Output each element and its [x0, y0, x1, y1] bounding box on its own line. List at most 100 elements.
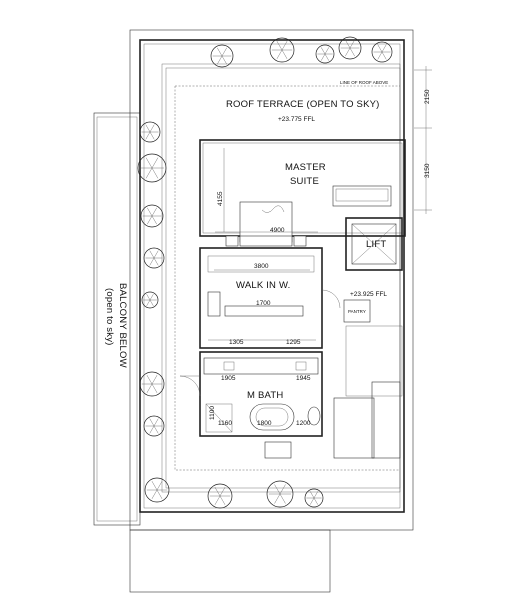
tree-branch	[221, 47, 227, 57]
tree-branch	[149, 257, 155, 266]
balcony-outline	[93, 112, 141, 526]
tree-icon	[207, 483, 233, 509]
dim-3800: 3800	[254, 263, 269, 270]
tree-icon	[266, 480, 294, 508]
line-of-roof-label: LINE OF ROOF ABOVE	[340, 80, 388, 85]
dim-1905: 1905	[221, 375, 236, 382]
tree-branch	[219, 487, 226, 497]
tree-branch	[145, 157, 153, 169]
tree-icon	[371, 41, 393, 63]
tree-branch	[313, 491, 318, 499]
tree-icon	[315, 44, 335, 64]
dim-2150: 2150	[424, 89, 431, 104]
dim-1305: 1305	[229, 339, 244, 346]
tree-branch	[156, 481, 163, 491]
dim-1160: 1160	[218, 420, 232, 427]
tree-branch	[151, 167, 159, 179]
tree-branch	[381, 51, 387, 60]
tree-branch	[345, 47, 351, 57]
tree-branch	[146, 294, 151, 301]
tree-branch	[145, 124, 151, 133]
tree-branch	[281, 49, 288, 59]
tree-branch	[345, 39, 351, 49]
tree-icon	[143, 415, 165, 437]
tree-branch	[219, 495, 226, 505]
tree-branch	[279, 493, 286, 504]
tree-icon	[140, 204, 164, 228]
tree-icon	[137, 153, 167, 183]
tree-branch	[313, 497, 318, 505]
tree-branch	[377, 51, 383, 60]
roof-terrace-label: ROOF TERRACE (OPEN TO SKY)	[226, 99, 380, 110]
dim-1100: 1100	[209, 406, 216, 420]
tree-branch	[149, 425, 155, 434]
tree-branch	[145, 131, 151, 140]
tree-branch	[274, 493, 281, 504]
tree-icon	[304, 488, 324, 508]
tree-branch	[349, 47, 355, 57]
tree-branch	[149, 294, 154, 301]
walk-in-label: WALK IN W.	[236, 280, 290, 291]
lift-core	[321, 217, 403, 397]
tree-branch	[349, 39, 355, 49]
tree-branch	[149, 418, 155, 427]
dim-3150: 3150	[424, 163, 431, 178]
tree-branch	[217, 55, 223, 65]
tree-branch	[151, 375, 158, 385]
tree-branch	[217, 47, 223, 57]
pantry-label: PANTRY	[348, 309, 366, 314]
tree-branch	[151, 481, 158, 491]
tree-branch	[149, 131, 155, 140]
tree-branch	[153, 425, 159, 434]
tree-branch	[310, 491, 315, 499]
balcony-sublabel: (open to sky)	[104, 288, 115, 346]
tree-branch	[153, 257, 159, 266]
tree-icon	[139, 121, 161, 143]
dim-1800: 1800	[257, 420, 272, 427]
tree-branch	[324, 47, 329, 55]
tree-branch	[377, 44, 383, 53]
tree-icon	[210, 44, 234, 68]
walk-in-wardrobe	[199, 247, 323, 349]
dim-1295: 1295	[286, 339, 301, 346]
tree-branch	[147, 207, 153, 217]
tree-branch	[324, 53, 329, 61]
tree-branch	[147, 215, 153, 225]
tree-branch	[145, 167, 153, 179]
tree-branch	[149, 124, 155, 133]
balcony-label: BALCONY BELOW	[117, 283, 128, 368]
stair	[333, 381, 401, 459]
tree-branch	[146, 375, 153, 385]
tree-branch	[281, 41, 288, 51]
tree-branch	[151, 383, 158, 393]
tree-icon	[338, 36, 362, 60]
tree-branch	[149, 299, 154, 306]
tree-branch	[274, 484, 281, 495]
master-suite	[199, 139, 406, 247]
tree-branch	[151, 215, 157, 225]
tree-branch	[153, 418, 159, 427]
tree-branch	[321, 53, 326, 61]
tree-branch	[156, 489, 163, 499]
trees	[137, 36, 393, 509]
tree-branch	[151, 157, 159, 169]
tree-branch	[151, 207, 157, 217]
master-label: MASTER	[285, 162, 326, 173]
tree-branch	[221, 55, 227, 65]
tree-branch	[151, 489, 158, 499]
dim-1700: 1700	[256, 300, 271, 307]
floor-level: +23.925 FFL	[350, 291, 387, 298]
tree-branch	[214, 487, 221, 497]
roof-terrace-level: +23.775 FFL	[278, 116, 315, 123]
tree-branch	[321, 47, 326, 55]
tree-branch	[146, 299, 151, 306]
tree-branch	[153, 250, 159, 259]
tree-icon	[141, 291, 159, 309]
dim-1200: 1200	[296, 420, 311, 427]
suite-label: SUITE	[290, 176, 319, 187]
tree-branch	[214, 495, 221, 505]
dim-1945: 1945	[296, 375, 311, 382]
dim-4155: 4155	[217, 191, 224, 206]
master-bath	[179, 351, 323, 459]
